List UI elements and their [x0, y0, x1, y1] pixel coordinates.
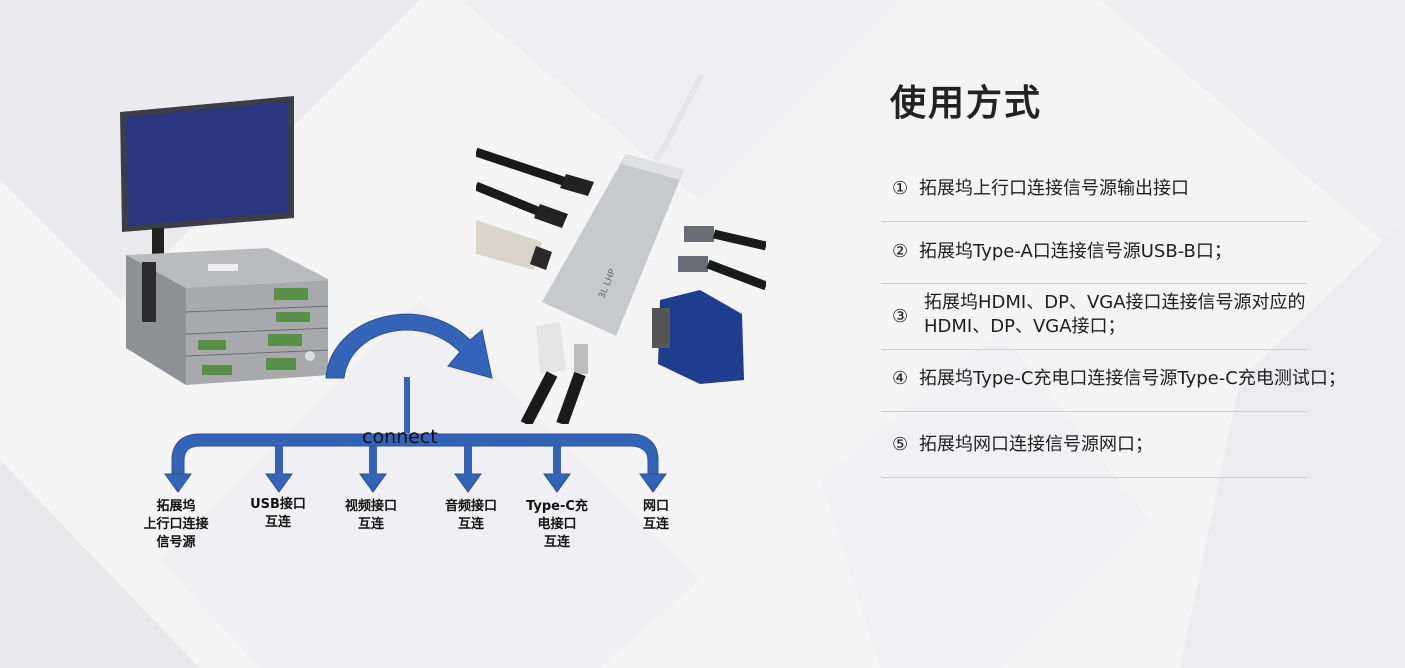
- step-number: ⑤: [892, 434, 909, 455]
- monitor-screen: [126, 102, 288, 226]
- connection-arrows: [164, 313, 667, 493]
- step-text: 拓展坞网口连接信号源网口；: [919, 434, 1153, 455]
- branch-arrowhead: [454, 473, 482, 493]
- step-number: ③: [892, 306, 909, 327]
- branch-label-video: 视频接口 互连: [344, 499, 397, 532]
- curved-arrow: [325, 313, 493, 379]
- branch-arrowhead: [265, 473, 293, 493]
- branch-label-audio: 音频接口 互连: [444, 499, 497, 532]
- connect-stem: [404, 377, 410, 433]
- branch-label-typec: Type-C充 电接口 互连: [526, 499, 588, 550]
- step-item: ③ 拓展坞HDMI、DP、VGA接口连接信号源对应的 HDMI、DP、VGA接口…: [881, 284, 1307, 350]
- page-title: 使用方式: [890, 83, 1043, 124]
- branch-arrowhead: [639, 473, 667, 493]
- device-illustration: [120, 96, 328, 385]
- step-number: ①: [892, 178, 909, 199]
- branch-label-network: 网口 互连: [642, 499, 669, 532]
- branch-arrowhead: [543, 473, 571, 493]
- branch-arrowhead: [164, 473, 192, 493]
- step-number: ②: [892, 241, 909, 262]
- step-item: ⑤ 拓展坞网口连接信号源网口；: [881, 412, 1307, 478]
- monitor-stand: [152, 228, 164, 258]
- dock-illustration: 3L LHP: [476, 74, 766, 424]
- usage-steps: ① 拓展坞上行口连接信号源输出接口 ② 拓展坞Type-A口连接信号源USB-B…: [881, 158, 1346, 478]
- step-item: ① 拓展坞上行口连接信号源输出接口: [881, 158, 1307, 222]
- branch-label-usb: USB接口 互连: [250, 497, 306, 530]
- step-item: ② 拓展坞Type-A口连接信号源USB-B口；: [881, 222, 1307, 284]
- step-text: 拓展坞HDMI、DP、VGA接口连接信号源对应的 HDMI、DP、VGA接口；: [924, 292, 1306, 337]
- branch-label-uplink: 拓展坞 上行口连接 信号源: [143, 499, 209, 550]
- connect-label: connect: [362, 426, 438, 448]
- branch-arrowhead: [359, 473, 387, 493]
- usb-c-hub: [542, 154, 684, 336]
- step-item: ④ 拓展坞Type-C充电口连接信号源Type-C充电测试口；: [881, 350, 1346, 412]
- step-number: ④: [892, 368, 909, 389]
- step-text: 拓展坞上行口连接信号源输出接口: [919, 178, 1189, 199]
- step-text: 拓展坞Type-C充电口连接信号源Type-C充电测试口；: [919, 368, 1346, 389]
- vga-connector: [658, 290, 744, 384]
- step-text: 拓展坞Type-A口连接信号源USB-B口；: [919, 241, 1232, 262]
